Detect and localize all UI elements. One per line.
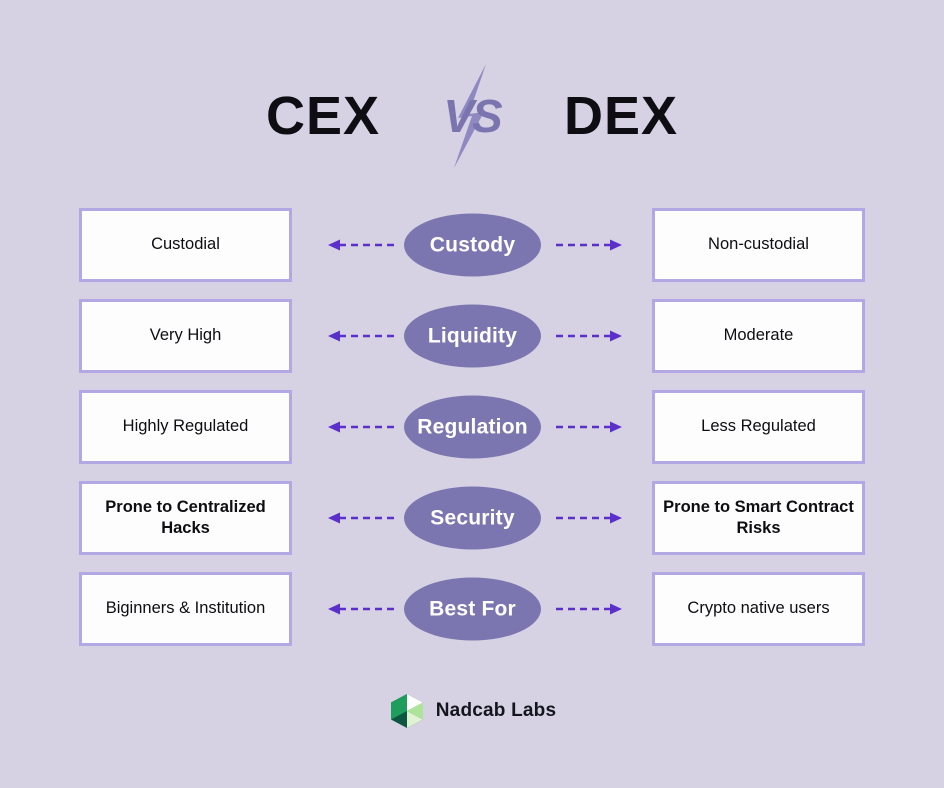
dex-value-custody: Non-custodial xyxy=(652,208,865,282)
page-title: CEX VS DEX xyxy=(0,62,944,170)
criterion-label: Liquidity xyxy=(427,324,518,347)
dex-value-security: Prone to Smart Contract Risks xyxy=(652,481,865,555)
cex-value-best-for: Biginners & Institution xyxy=(79,572,292,646)
arrow-left-icon xyxy=(328,421,394,433)
title-word-dex: DEX xyxy=(564,86,679,146)
dex-value-best-for: Crypto native users xyxy=(652,572,865,646)
cex-value-security: Prone to Centralized Hacks xyxy=(79,481,292,555)
dex-value-regulation: Less Regulated xyxy=(652,390,865,464)
criterion-label: Best For xyxy=(429,597,516,620)
dex-value-text: Moderate xyxy=(723,326,794,345)
cex-value-text: Biginners & Institution xyxy=(105,599,266,618)
brand-footer: Nadcab Labs xyxy=(0,692,944,730)
vs-label: VS xyxy=(443,90,502,142)
cex-value-text: Custodial xyxy=(151,235,220,254)
criterion-label: Security xyxy=(430,506,515,529)
lightning-bolt-icon xyxy=(454,64,486,168)
vs-badge: VS xyxy=(424,62,520,170)
arrow-left-icon xyxy=(328,512,394,524)
table-row: Highly Regulated Regulation Less Regulat… xyxy=(0,390,944,464)
criterion-regulation: Regulation xyxy=(404,395,541,459)
dex-value-text: Prone to Smart Contract Risks xyxy=(663,497,854,537)
table-row: Prone to Centralized Hacks Security Pron… xyxy=(0,481,944,555)
criterion-label: Regulation xyxy=(417,415,528,438)
arrow-right-icon xyxy=(556,421,622,433)
cex-value-text: Highly Regulated xyxy=(122,417,249,436)
criterion-label: Custody xyxy=(429,233,516,256)
cex-value-custody: Custodial xyxy=(79,208,292,282)
arrow-right-icon xyxy=(556,603,622,615)
criterion-security: Security xyxy=(404,486,541,550)
criterion-custody: Custody xyxy=(404,213,541,277)
criterion-best-for: Best For xyxy=(404,577,541,641)
cex-value-text: Prone to Centralized Hacks xyxy=(105,497,266,537)
arrow-right-icon xyxy=(556,330,622,342)
criterion-liquidity: Liquidity xyxy=(404,304,541,368)
cex-value-regulation: Highly Regulated xyxy=(79,390,292,464)
cex-value-text: Very High xyxy=(149,326,222,345)
arrow-right-icon xyxy=(556,239,622,251)
arrow-right-icon xyxy=(556,512,622,524)
arrow-left-icon xyxy=(328,330,394,342)
arrow-left-icon xyxy=(328,239,394,251)
hexagon-cube-icon xyxy=(390,694,423,728)
comparison-table: Custodial Custody Non-custodial Very Hig… xyxy=(0,208,944,663)
table-row: Biginners & Institution Best For Crypto … xyxy=(0,572,944,646)
table-row: Very High Liquidity Moderate xyxy=(0,299,944,373)
dex-value-text: Non-custodial xyxy=(708,235,809,254)
cex-value-liquidity: Very High xyxy=(79,299,292,373)
dex-value-text: Less Regulated xyxy=(701,417,816,436)
title-word-cex: CEX xyxy=(265,86,380,146)
brand-name: Nadcab Labs xyxy=(435,700,557,721)
dex-value-liquidity: Moderate xyxy=(652,299,865,373)
dex-value-text: Crypto native users xyxy=(687,599,830,618)
arrow-left-icon xyxy=(328,603,394,615)
table-row: Custodial Custody Non-custodial xyxy=(0,208,944,282)
